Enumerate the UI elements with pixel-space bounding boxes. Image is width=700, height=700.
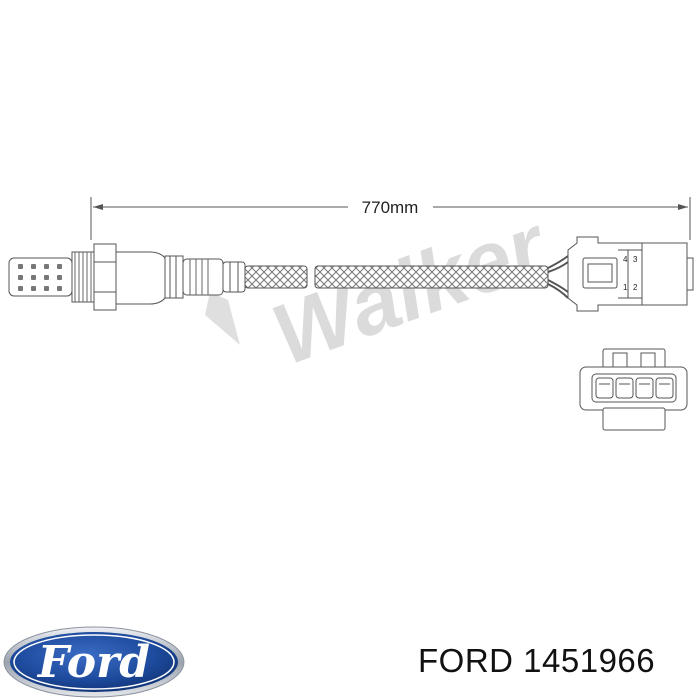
part-caption: FORD 1451966 — [418, 642, 698, 682]
pin-label-1: 1 — [623, 283, 628, 292]
watermark: Walker — [205, 196, 561, 384]
ford-logo-text: Ford — [36, 637, 150, 688]
pin-label-4: 4 — [623, 255, 628, 264]
pin-label-2: 2 — [633, 283, 638, 292]
connector-side-view: 4 3 1 2 — [567, 236, 694, 312]
connector-end-view — [579, 348, 688, 431]
pin-label-3: 3 — [633, 255, 638, 264]
brand-name: FORD — [418, 642, 514, 679]
sensor-probe — [8, 243, 246, 311]
braided-cable — [244, 255, 569, 299]
ford-logo: Ford — [3, 626, 185, 698]
dimension-label: 770mm — [362, 198, 419, 217]
part-number: 1451966 — [523, 642, 656, 679]
dimension-line: 770mm — [90, 197, 691, 240]
watermark-text: Walker — [261, 196, 562, 384]
